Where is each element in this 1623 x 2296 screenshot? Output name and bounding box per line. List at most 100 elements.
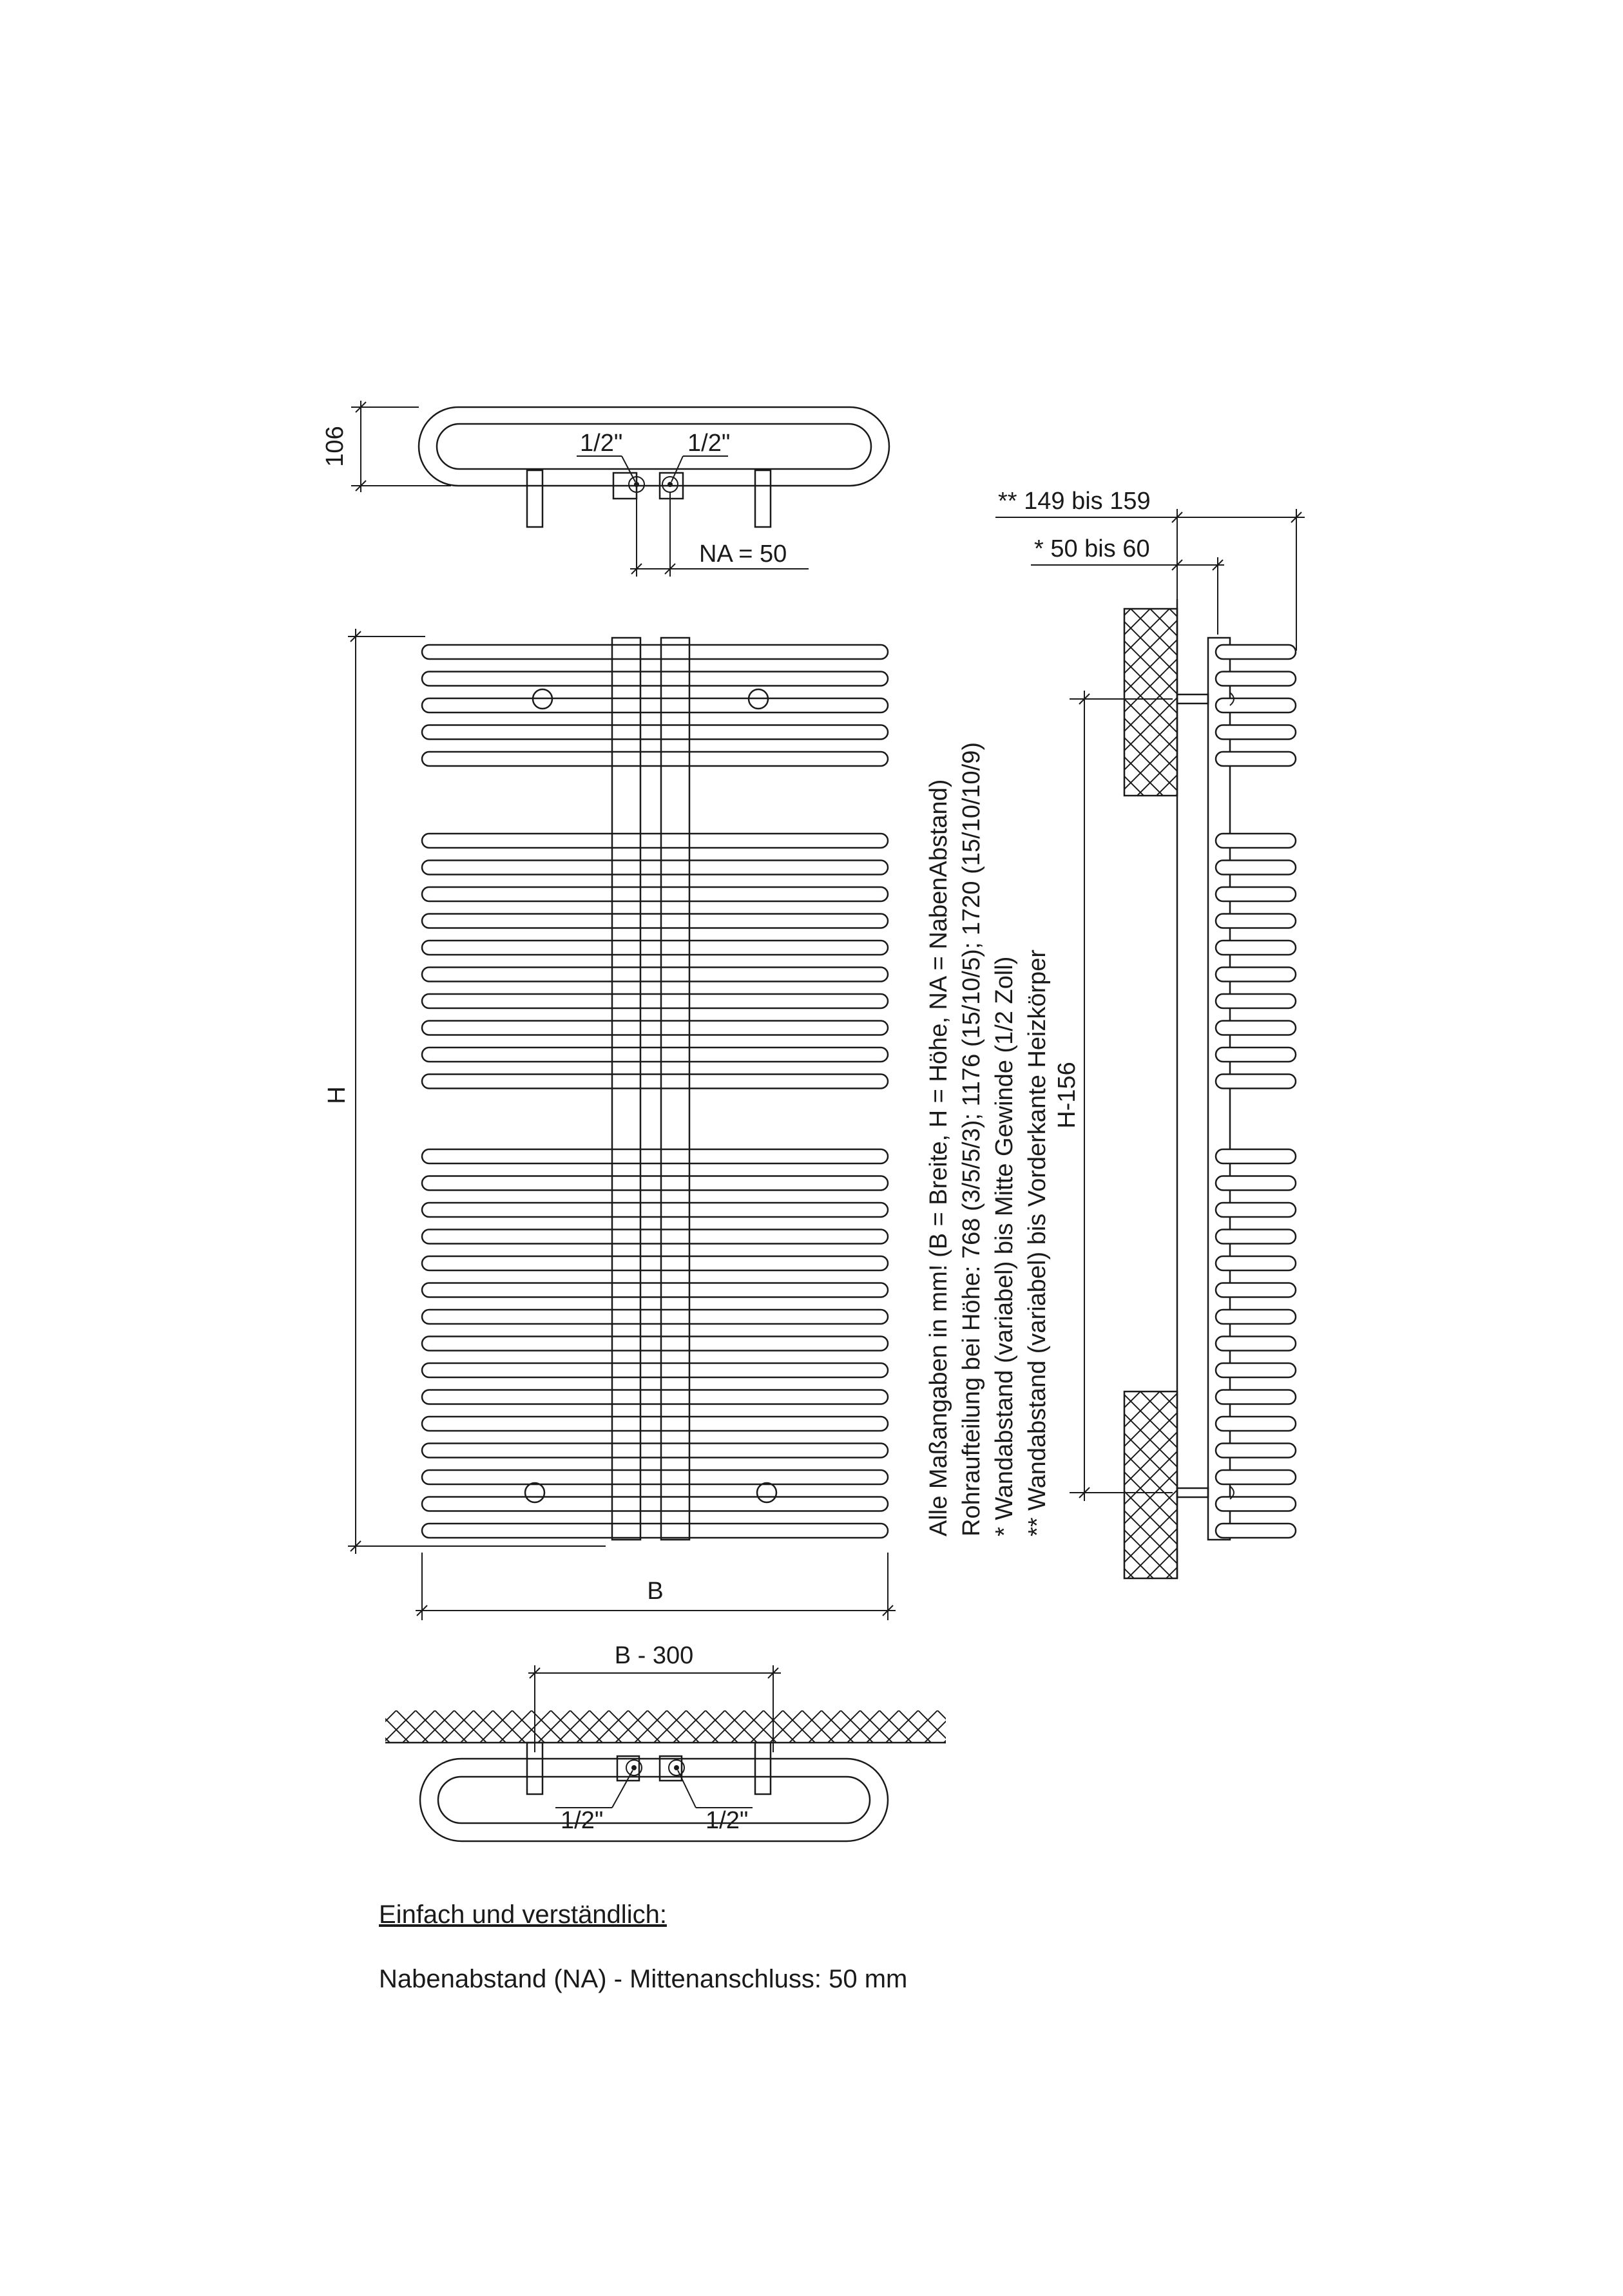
top-thread-left-label: 1/2" bbox=[580, 430, 622, 457]
front-tube-4 bbox=[421, 724, 889, 740]
bottom-thread-left-label: 1/2" bbox=[561, 1807, 603, 1834]
front-view: H B bbox=[323, 629, 896, 1620]
footer-heading: Einfach und verständlich: bbox=[379, 1900, 667, 1929]
bottom-connection-right bbox=[658, 1755, 683, 1782]
top-bracket-left bbox=[526, 469, 544, 528]
width-minus-label: B - 300 bbox=[615, 1642, 694, 1669]
side-tube-18 bbox=[1215, 1201, 1297, 1218]
top-thread-right-label: 1/2" bbox=[687, 430, 730, 457]
side-tube-27 bbox=[1215, 1442, 1297, 1459]
side-tube-21 bbox=[1215, 1282, 1297, 1298]
side-tube-8 bbox=[1215, 886, 1297, 903]
front-tube-5 bbox=[421, 751, 889, 767]
collector-right bbox=[660, 636, 691, 1541]
front-tube-18 bbox=[421, 1201, 889, 1218]
top-depth-label: 106 bbox=[322, 426, 349, 466]
bottom-view: B - 300 1/2" 1/2" bbox=[385, 1642, 946, 1842]
bottom-thread-right-icon bbox=[668, 1759, 685, 1776]
front-tube-1 bbox=[421, 644, 889, 660]
front-tube-22 bbox=[421, 1308, 889, 1325]
front-tube-21 bbox=[421, 1282, 889, 1298]
side-tube-14 bbox=[1215, 1046, 1297, 1063]
height-label: H bbox=[323, 1086, 351, 1104]
top-view-outer-loop bbox=[418, 406, 890, 487]
front-tube-29 bbox=[421, 1496, 889, 1512]
side-tube-7 bbox=[1215, 859, 1297, 875]
front-tubes bbox=[421, 644, 889, 1539]
side-tube-9 bbox=[1215, 913, 1297, 929]
side-height-label: H-156 bbox=[1053, 1062, 1080, 1129]
note-line-4: ** Wandabstand (variabel) bis Vorderkant… bbox=[1024, 949, 1051, 1536]
side-tube-12 bbox=[1215, 993, 1297, 1009]
note-line-2: Rohraufteilung bei Höhe: 768 (3/5/5/3); … bbox=[958, 741, 985, 1536]
side-tube-13 bbox=[1215, 1020, 1297, 1036]
top-bracket-right bbox=[754, 469, 772, 528]
side-tube-19 bbox=[1215, 1229, 1297, 1245]
side-tube-5 bbox=[1215, 751, 1297, 767]
mount-bottom-right bbox=[756, 1482, 778, 1504]
bottom-view-outer-loop bbox=[419, 1757, 889, 1842]
front-tube-7 bbox=[421, 859, 889, 875]
side-tube-2 bbox=[1215, 671, 1297, 687]
front-tube-3 bbox=[421, 697, 889, 714]
side-tube-20 bbox=[1215, 1255, 1297, 1272]
note-line-1: Alle Maßangaben in mm! (B = Breite, H = … bbox=[925, 779, 952, 1536]
wall-upper bbox=[1123, 607, 1178, 797]
bottom-connection-left bbox=[616, 1755, 640, 1782]
side-tube-22 bbox=[1215, 1308, 1297, 1325]
bottom-thread-right-label: 1/2" bbox=[706, 1807, 748, 1834]
collector-left bbox=[611, 636, 642, 1541]
top-view: 106 1/2" 1/2" NA = 50 bbox=[322, 401, 890, 577]
front-tube-27 bbox=[421, 1442, 889, 1459]
side-tubes bbox=[1215, 644, 1297, 1539]
side-tube-3 bbox=[1215, 697, 1297, 714]
side-wall-distance-front: ** 149 bis 159 bbox=[998, 488, 1151, 515]
front-tube-10 bbox=[421, 939, 889, 956]
dimension-notes: Alle Maßangaben in mm! (B = Breite, H = … bbox=[923, 742, 1054, 1536]
side-tube-24 bbox=[1215, 1362, 1297, 1379]
side-wall-distance-thread: * 50 bis 60 bbox=[1034, 535, 1150, 562]
side-tube-4 bbox=[1215, 724, 1297, 740]
front-tube-30 bbox=[421, 1522, 889, 1539]
side-bracket-lower bbox=[1176, 1487, 1209, 1498]
note-line-3: * Wandabstand (variabel) bis Mitte Gewin… bbox=[991, 956, 1018, 1536]
bottom-wall bbox=[385, 1710, 946, 1743]
front-tube-8 bbox=[421, 886, 889, 903]
side-tube-1 bbox=[1215, 644, 1297, 660]
front-tube-17 bbox=[421, 1175, 889, 1191]
wall-lower bbox=[1123, 1390, 1178, 1580]
side-tube-26 bbox=[1215, 1415, 1297, 1432]
side-tube-28 bbox=[1215, 1469, 1297, 1486]
front-tube-19 bbox=[421, 1229, 889, 1245]
front-tube-26 bbox=[421, 1415, 889, 1432]
side-bracket-upper bbox=[1176, 693, 1209, 705]
side-tube-25 bbox=[1215, 1389, 1297, 1405]
front-tube-23 bbox=[421, 1335, 889, 1352]
front-tube-25 bbox=[421, 1389, 889, 1405]
width-label: B bbox=[647, 1578, 663, 1605]
side-tube-29 bbox=[1215, 1496, 1297, 1512]
top-view-inner-loop bbox=[436, 423, 872, 470]
front-tube-15 bbox=[421, 1073, 889, 1089]
mount-top-right bbox=[747, 688, 769, 710]
side-tube-15 bbox=[1215, 1073, 1297, 1089]
side-tube-11 bbox=[1215, 966, 1297, 982]
bottom-bracket-right bbox=[754, 1741, 772, 1795]
mount-bottom-left bbox=[524, 1482, 546, 1504]
front-tube-24 bbox=[421, 1362, 889, 1379]
bottom-bracket-left bbox=[526, 1741, 544, 1795]
front-tube-13 bbox=[421, 1020, 889, 1036]
front-tube-2 bbox=[421, 671, 889, 687]
front-tube-12 bbox=[421, 993, 889, 1009]
top-connection-right bbox=[658, 472, 684, 500]
side-view: H-156 ** 149 bis 159 * 50 bis 60 bbox=[995, 488, 1305, 1580]
side-tube-16 bbox=[1215, 1148, 1297, 1165]
bottom-view-inner-loop bbox=[437, 1775, 871, 1824]
front-tube-11 bbox=[421, 966, 889, 982]
na-label: NA = 50 bbox=[699, 541, 787, 568]
front-tube-16 bbox=[421, 1148, 889, 1165]
side-tube-23 bbox=[1215, 1335, 1297, 1352]
front-tube-20 bbox=[421, 1255, 889, 1272]
front-tube-14 bbox=[421, 1046, 889, 1063]
